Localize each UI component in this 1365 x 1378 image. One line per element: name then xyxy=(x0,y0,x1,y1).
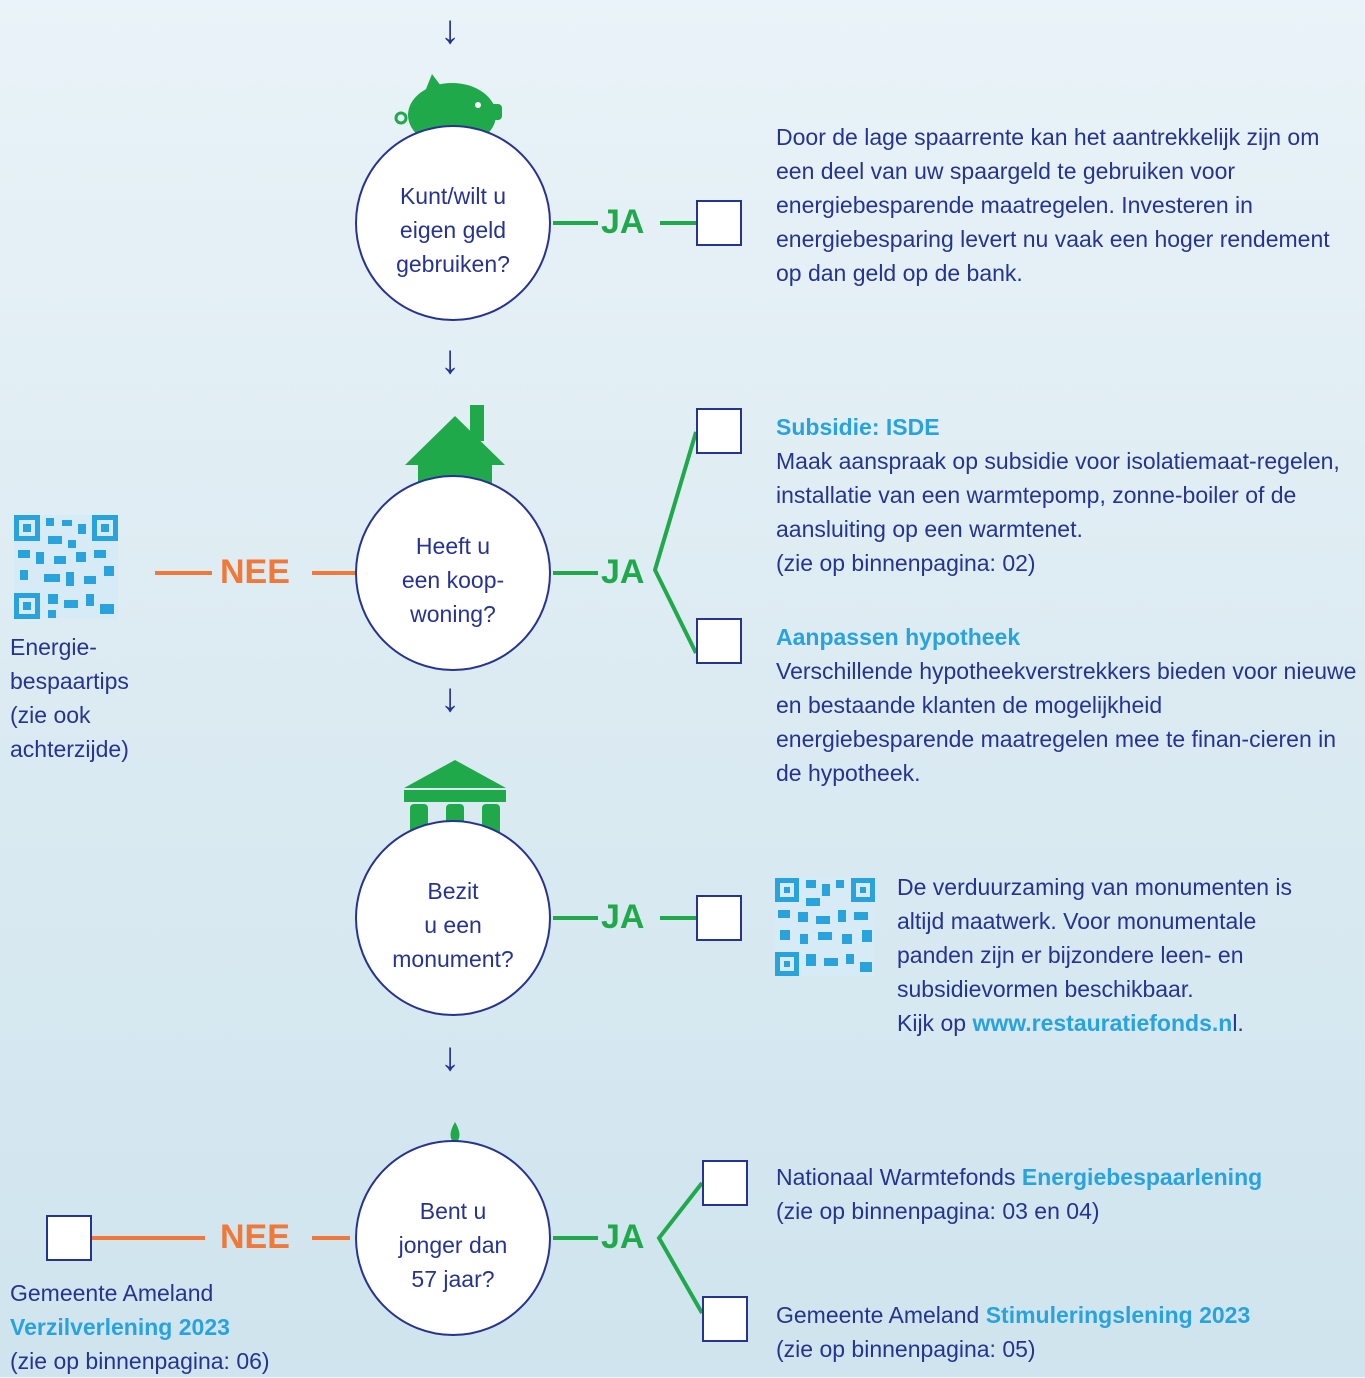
checkbox-stimuleringslening[interactable] xyxy=(702,1296,748,1342)
energiebespaarlening-link: Energiebespaarlening xyxy=(1021,1164,1263,1190)
down-arrow-icon: ↓ xyxy=(440,338,460,382)
stimulering-reference: (zie op binnenpagina: 05) xyxy=(776,1336,1036,1362)
question-text: Kunt/wilt u eigen geld gebruiken? xyxy=(396,183,510,277)
mortgage-title: Aanpassen hypotheek xyxy=(776,624,1021,650)
stimuleringslening-link: Stimuleringslening 2023 xyxy=(985,1302,1251,1328)
monument-link-prefix: Kijk op xyxy=(897,1010,973,1036)
question-circle-owner-occupied: Heeft u een koop- woning? xyxy=(355,475,551,671)
qr-code-icon xyxy=(14,515,118,619)
verzilverlening-title: Verzilverlening 2023 xyxy=(10,1314,230,1340)
isde-block: Subsidie: ISDE Maak aanspraak op subsidi… xyxy=(776,410,1356,580)
question-text: Bent u jonger dan 57 jaar? xyxy=(398,1198,508,1292)
checkbox-monument[interactable] xyxy=(696,895,742,941)
question-text: Heeft u een koop- woning? xyxy=(401,533,505,627)
yes-label: JA xyxy=(601,203,645,241)
checkbox-isde[interactable] xyxy=(696,408,742,454)
down-arrow-icon: ↓ xyxy=(440,676,460,720)
question-circle-own-money: Kunt/wilt u eigen geld gebruiken? xyxy=(355,125,551,321)
mortgage-body: Verschillende hypotheekverstrekkers bied… xyxy=(776,658,1357,786)
question-text: Bezit u een monument? xyxy=(392,878,514,972)
isde-reference: (zie op binnenpagina: 02) xyxy=(776,550,1036,576)
monument-info: De verduurzaming van monumenten is altij… xyxy=(897,870,1337,1040)
verzilverlening-block: Gemeente Ameland Verzilverlening 2023 (z… xyxy=(10,1276,350,1378)
stimuleringslening-block: Gemeente Ameland Stimuleringslening 2023… xyxy=(776,1298,1356,1366)
monument-link-line: Kijk op www.restauratiefonds.nl. xyxy=(897,1006,1337,1040)
energy-tips-label: Energie- bespaartips (zie ook achterzijd… xyxy=(10,634,129,762)
yes-label: JA xyxy=(601,1218,645,1256)
warmtefonds-reference: (zie op binnenpagina: 03 en 04) xyxy=(776,1198,1100,1224)
isde-title: Subsidie: ISDE xyxy=(776,414,940,440)
checkbox-energiebespaarlening[interactable] xyxy=(702,1160,748,1206)
isde-body: Maak aanspraak op subsidie voor isolatie… xyxy=(776,448,1340,542)
mortgage-block: Aanpassen hypotheek Verschillende hypoth… xyxy=(776,620,1361,790)
verzilverlening-reference: (zie op binnenpagina: 06) xyxy=(10,1348,270,1374)
checkbox-own-money[interactable] xyxy=(696,200,742,246)
verzilverlening-line1: Gemeente Ameland xyxy=(10,1280,214,1306)
checkbox-verzilverlening[interactable] xyxy=(46,1215,92,1261)
restauratiefonds-link[interactable]: www.restauratiefonds.n xyxy=(972,1010,1233,1036)
monument-link-suffix: l. xyxy=(1232,1010,1244,1036)
own-money-info: Door de lage spaarrente kan het aantrekk… xyxy=(776,124,1330,286)
qr-code-icon xyxy=(775,878,875,976)
energiebespaarlening-block: Nationaal Warmtefonds Energiebespaarleni… xyxy=(776,1160,1356,1228)
yes-label: JA xyxy=(601,898,645,936)
no-label: NEE xyxy=(220,1218,290,1256)
checkbox-mortgage[interactable] xyxy=(696,618,742,664)
down-arrow-icon: ↓ xyxy=(440,8,460,52)
no-label: NEE xyxy=(220,553,290,591)
question-circle-age: Bent u jonger dan 57 jaar? xyxy=(355,1140,551,1336)
yes-label: JA xyxy=(601,553,645,591)
down-arrow-icon: ↓ xyxy=(440,1035,460,1079)
stimulering-prefix: Gemeente Ameland xyxy=(776,1302,986,1328)
question-circle-monument: Bezit u een monument? xyxy=(355,820,551,1016)
warmtefonds-prefix: Nationaal Warmtefonds xyxy=(776,1164,1022,1190)
monument-text: De verduurzaming van monumenten is altij… xyxy=(897,874,1293,1002)
